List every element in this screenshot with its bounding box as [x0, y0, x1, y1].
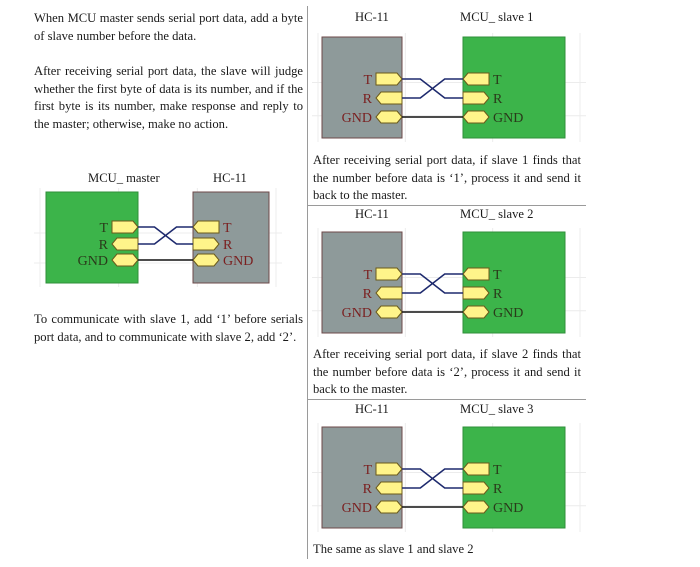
- column-divider: [307, 6, 308, 559]
- slave3-right-pin-gnd: [462, 500, 490, 514]
- slave2-right-pin-label: GND: [493, 306, 523, 321]
- slave2-left-pin-label: GND: [342, 306, 372, 321]
- slave3-left-pin-gnd: [375, 500, 403, 514]
- slave3-rx-tx-wire: [402, 468, 463, 489]
- addressing-paragraph: To communicate with slave 1, add ‘1’ bef…: [34, 312, 303, 344]
- master-left-pin-r: [111, 237, 139, 251]
- master-right-pin-r: [192, 237, 220, 251]
- master-right-pin-label: R: [223, 238, 233, 253]
- master-diagram-left-label: MCU_ master: [88, 171, 160, 185]
- slave1-left-pin-r: [375, 91, 403, 105]
- slave3-caption: The same as slave 1 and slave 2: [313, 542, 474, 556]
- slave2-right-pin-r: [462, 286, 490, 300]
- slave1-right-mcu-board: [462, 36, 566, 139]
- slave2-rx-tx-wire: [402, 273, 463, 294]
- master-left-pin-label: R: [99, 238, 109, 253]
- slave3-left-pin-label: GND: [342, 501, 372, 516]
- slave2-left-pin-r: [375, 286, 403, 300]
- slave2-left-pin-gnd: [375, 305, 403, 319]
- master-diagram-right-label: HC-11: [213, 171, 247, 185]
- slave2-left-pin-t: [375, 267, 403, 281]
- master-right-pin-gnd: [192, 253, 220, 267]
- slave2-right-pin-gnd: [462, 305, 490, 319]
- slave3-right-pin-label: GND: [493, 501, 523, 516]
- master-left-pin-gnd: [111, 253, 139, 267]
- slave1-right-pin-label: R: [493, 92, 503, 107]
- slave2-left-pin-label: T: [363, 268, 372, 283]
- slave2-left-pin-label: R: [363, 287, 373, 302]
- slave1-left-pin-label: T: [363, 73, 372, 88]
- slave1-right-pin-gnd: [462, 110, 490, 124]
- slave1-diagram-right-label: MCU_ slave 1: [460, 10, 534, 24]
- slave2-diagram-right-label: MCU_ slave 2: [460, 207, 534, 221]
- slave1-left-pin-label: R: [363, 92, 373, 107]
- slave1-caption: After receiving serial port data, if sla…: [313, 153, 581, 202]
- slave3-left-pin-t: [375, 462, 403, 476]
- slave1-right-pin-label: T: [493, 73, 502, 88]
- slave3-right-pin-r: [462, 481, 490, 495]
- slave1-right-pin-t: [462, 72, 490, 86]
- master-right-pin-label: GND: [223, 254, 253, 269]
- slave2-right-pin-label: R: [493, 287, 503, 302]
- master-rx-tx-wire: [138, 226, 193, 245]
- slave2-diagram-left-label: HC-11: [355, 207, 389, 221]
- slave-judge-paragraph: After receiving serial port data, the sl…: [34, 64, 303, 131]
- slave1-diagram-left-label: HC-11: [355, 10, 389, 24]
- slave2-right-pin-label: T: [493, 268, 502, 283]
- slave1-right-pin-label: GND: [493, 111, 523, 126]
- slave3-diagram-left-label: HC-11: [355, 402, 389, 416]
- master-right-pin-label: T: [223, 221, 232, 236]
- section-divider-2: [308, 399, 586, 400]
- slave1-rx-tx-wire: [402, 78, 463, 99]
- slave1-left-pin-label: GND: [342, 111, 372, 126]
- slave3-right-pin-label: T: [493, 463, 502, 478]
- slave3-left-pin-label: T: [363, 463, 372, 478]
- slave3-left-pin-r: [375, 481, 403, 495]
- master-right-pin-t: [192, 220, 220, 234]
- master-left-pin-label: T: [99, 221, 108, 236]
- slave1-left-pin-gnd: [375, 110, 403, 124]
- intro-paragraph: When MCU master sends serial port data, …: [34, 11, 303, 43]
- slave2-right-pin-t: [462, 267, 490, 281]
- slave1-left-pin-t: [375, 72, 403, 86]
- section-divider-1: [308, 205, 586, 206]
- master-left-pin-label: GND: [78, 254, 108, 269]
- slave2-caption: After receiving serial port data, if sla…: [313, 347, 581, 396]
- slave3-right-pin-t: [462, 462, 490, 476]
- slave3-diagram-right-label: MCU_ slave 3: [460, 402, 534, 416]
- slave3-left-pin-label: R: [363, 482, 373, 497]
- slave3-right-pin-label: R: [493, 482, 503, 497]
- slave1-right-pin-r: [462, 91, 490, 105]
- master-left-pin-t: [111, 220, 139, 234]
